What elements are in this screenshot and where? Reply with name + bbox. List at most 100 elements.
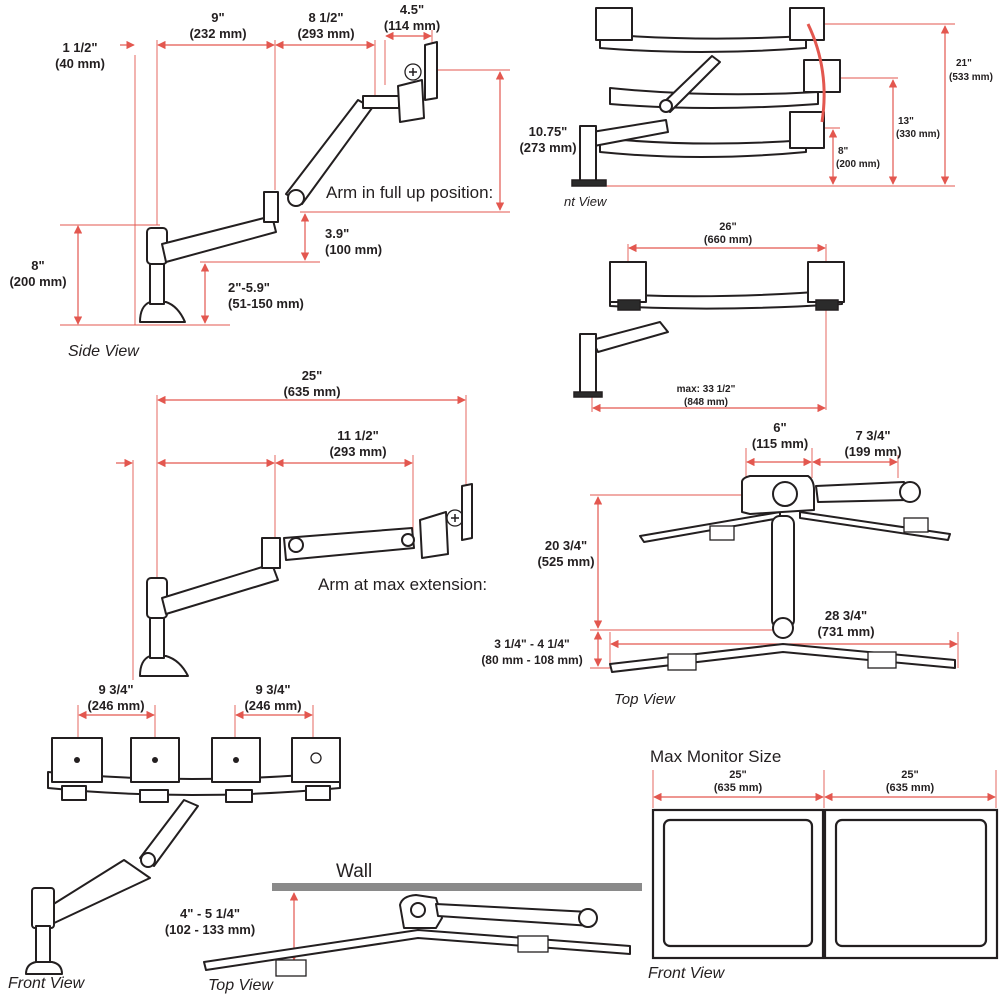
dim-tilt-in: 4.5" (400, 2, 424, 17)
dim-right-mm: (635 mm) (886, 782, 935, 794)
mount-dot (74, 757, 80, 763)
elbow-hinge (659, 99, 673, 113)
caption-wall-top: Top View (208, 977, 274, 994)
tilt-knob (899, 481, 921, 503)
dim-base-in: 3 1/4" - 4 1/4" (494, 637, 569, 651)
desk-clamp-base (139, 301, 186, 323)
lower-arm (161, 563, 279, 615)
dim-arm2-in: 8 1/2" (308, 10, 343, 25)
dim-max-mm: (848 mm) (684, 397, 728, 408)
monitor-mount-block (397, 79, 425, 123)
arm-top (435, 903, 593, 927)
monitor-clip-1 (51, 737, 103, 783)
dim-crossbar-mm: (199 mm) (844, 444, 901, 459)
wall-top-panel: Wall 4" - 5 1/4" (102 - 133 mm) Top View (165, 861, 642, 994)
dim-width-mm: (731 mm) (817, 624, 874, 639)
dim-top-offset-mm: (40 mm) (55, 56, 105, 71)
arm-top (771, 515, 795, 629)
monitor-clip-left (609, 261, 647, 303)
top-view-panel: 6" (115 mm) 7 3/4" (199 mm) 20 3/4" (525… (481, 420, 959, 708)
monitor-clip (275, 959, 307, 977)
pole (149, 259, 165, 305)
dim-left-in: 25" (729, 769, 746, 781)
dim-drop-in: 3.9" (325, 226, 349, 241)
swing-arc (806, 23, 826, 123)
caption-quad-front: Front View (8, 975, 86, 992)
crossbar-mid (609, 87, 819, 109)
front-view-swing-panel: 21" (533 mm) 13" (330 mm) 8" (200 mm) nt… (564, 7, 993, 209)
monitor-clip-right (807, 261, 845, 303)
dim-wall-gap-in: 4" - 5 1/4" (180, 906, 240, 921)
dim-spacing-right-in: 9 3/4" (255, 682, 290, 697)
caption-max-monitor: Front View (648, 965, 726, 982)
dim-top-in: 21" (956, 58, 972, 69)
dim-span-in: 26" (719, 221, 736, 233)
monitor-clip (867, 651, 897, 669)
monitor-clip (667, 653, 697, 671)
dim-arm2-mm: (293 mm) (297, 26, 354, 41)
caption-top-view: Top View (614, 691, 676, 708)
elbow-hinge (140, 852, 156, 868)
elbow-hinge (287, 189, 305, 207)
monitor-clip (789, 111, 825, 149)
dim-clamp-in: 2"-5.9" (228, 280, 270, 295)
dim-spacing-left-in: 9 3/4" (98, 682, 133, 697)
tilt-bar (815, 481, 909, 503)
monitor-right-screen (834, 818, 988, 948)
clip-foot (617, 299, 641, 311)
desk-clamp-base (25, 961, 63, 975)
dim-width-in: 28 3/4" (825, 608, 867, 623)
monitor-left-screen (662, 818, 814, 948)
dim-arm1-in: 9" (211, 10, 224, 25)
dim-clamp-mm: (51-150 mm) (228, 296, 304, 311)
max-monitor-title: Max Monitor Size (650, 747, 781, 766)
vesa-plate (424, 41, 438, 101)
dim-mid-in: 13" (898, 116, 914, 127)
clip-foot (225, 789, 253, 803)
clip-foot (815, 299, 839, 311)
lower-arm (591, 321, 669, 353)
monitor-clip (709, 525, 735, 541)
mount-dot (152, 757, 158, 763)
tilt-link (362, 95, 400, 109)
dim-arm2-mm: (293 mm) (329, 444, 386, 459)
pole (579, 125, 597, 185)
dim-span-mm: (660 mm) (704, 234, 753, 246)
dim-arm1-mm: (232 mm) (189, 26, 246, 41)
max-extension-panel: 25" (635 mm) 11 1/2" (293 mm) Arm at max… (116, 368, 487, 680)
dim-low-mm: (200 mm) (836, 159, 880, 170)
desk-clamp-base (571, 179, 607, 187)
dim-reach-in: 20 3/4" (545, 538, 587, 553)
vesa-plate (461, 483, 473, 541)
desk-clamp-base (573, 391, 603, 398)
clip-foot (61, 785, 87, 801)
dual-front-panel: 26" (660 mm) max: 33 1/2" (848 mm) (573, 221, 845, 413)
tilt-hinge (401, 533, 415, 547)
dim-right-in: 25" (901, 769, 918, 781)
pole (35, 925, 51, 967)
side-view-panel: 1 1/2" (40 mm) 9" (232 mm) 8 1/2" (293 m… (9, 2, 576, 360)
dim-mid-mm: (330 mm) (896, 129, 940, 140)
lower-arm (43, 859, 151, 925)
base-hinge (578, 908, 598, 928)
dim-left-mm: (635 mm) (714, 782, 763, 794)
clip-foot (139, 789, 169, 803)
dim-tilt-mm: (114 mm) (384, 18, 440, 33)
monitor-clip (517, 935, 549, 953)
elbow-hinge (288, 537, 304, 553)
wall-bar (272, 883, 642, 891)
pole (579, 333, 597, 395)
base-hinge (772, 617, 794, 639)
dim-arm2-in: 11 1/2" (337, 428, 379, 443)
dim-total-in: 25" (302, 368, 323, 383)
dim-spacing-right-mm: (246 mm) (244, 698, 301, 713)
plus-screw-icon (451, 514, 459, 522)
crossbar (609, 289, 843, 310)
caption-front-view-swing: nt View (564, 194, 608, 209)
mount-dot (310, 752, 322, 764)
monitor-clip (903, 517, 929, 533)
crossbar-right (799, 511, 951, 541)
desk-clamp-base (139, 655, 189, 677)
upper-arm (283, 527, 415, 561)
note-max-extension: Arm at max extension: (318, 575, 487, 594)
